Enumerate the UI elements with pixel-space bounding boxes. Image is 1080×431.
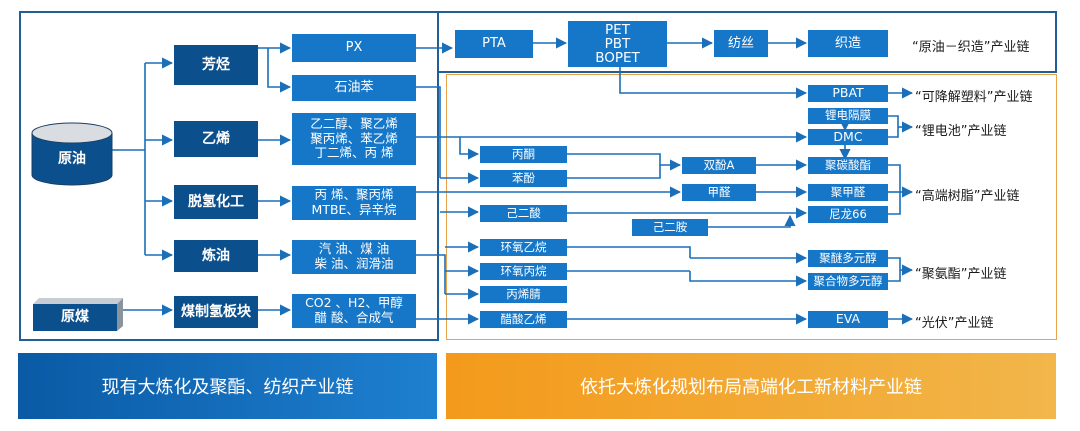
textile-chain-frame [438, 11, 1057, 73]
pet-box: PET PBT BOPET [568, 21, 667, 67]
textile-chain-label: “原油－织造”产业链 [912, 40, 1030, 55]
coal-label: 原煤 [61, 309, 89, 326]
refining-box: 炼油 [174, 240, 258, 272]
hexanediamine-box: 己二胺 [632, 219, 708, 236]
vinyl-acetate-box: 醋酸乙烯 [480, 311, 567, 328]
separator-box: 锂电隔膜 [808, 108, 888, 124]
phenol-box: 苯酚 [480, 170, 567, 187]
coal-products-box: CO2 、H2、甲醇 醋 酸、合成气 [292, 294, 416, 328]
acetone-box: 丙酮 [480, 146, 567, 163]
pta-box: PTA [455, 30, 533, 58]
reformate-box: 石油苯 [292, 75, 416, 101]
acrylonitrile-box: 丙烯腈 [480, 286, 567, 303]
degradable-chain-label: “可降解塑料”产业链 [915, 90, 1033, 105]
propylene-oxide-box: 环氧丙烷 [480, 263, 567, 280]
bisphenol-a-box: 双酚A [682, 157, 756, 174]
polyether-polyol-box: 聚醚多元醇 [808, 250, 888, 267]
formaldehyde-box: 甲醛 [682, 184, 756, 201]
ethylene-products-box: 乙二醇、聚乙烯 聚丙烯、苯乙烯 丁二烯、丙 烯 [292, 113, 416, 165]
nylon66-box: 尼龙66 [808, 206, 888, 223]
resin-chain-label: “高端树脂”产业链 [915, 189, 1020, 204]
crude-oil-label: 原油 [58, 150, 86, 167]
weaving-box: 织造 [808, 30, 888, 57]
polyurethane-chain-label: “聚氨酯”产业链 [915, 267, 1007, 282]
ethylene-box: 乙烯 [174, 121, 258, 157]
spinning-box: 纺丝 [714, 30, 768, 57]
eva-box: EVA [808, 311, 888, 328]
existing-chain-banner: 现有大炼化及聚酯、纺织产业链 [18, 353, 437, 419]
polycarbonate-box: 聚碳酸酯 [808, 157, 888, 174]
dmc-box: DMC [808, 129, 888, 145]
pbat-box: PBAT [808, 85, 888, 102]
polyoxymethylene-box: 聚甲醛 [808, 184, 888, 201]
planned-chain-banner: 依托大炼化规划布局高端化工新材料产业链 [446, 353, 1056, 419]
existing-chain-frame [19, 11, 439, 341]
px-box: PX [292, 34, 416, 62]
dehydrogenation-box: 脱氢化工 [174, 185, 258, 219]
ethylene-oxide-box: 环氧乙烷 [480, 239, 567, 256]
battery-chain-label: “锂电池”产业链 [915, 124, 1007, 139]
planned-chain-frame [446, 74, 1057, 340]
adipic-acid-box: 己二酸 [480, 205, 567, 222]
coal-box [33, 298, 123, 331]
coal-hydrogen-box: 煤制氢板块 [174, 296, 258, 328]
aromatics-box: 芳烃 [174, 45, 258, 85]
polymer-polyol-box: 聚合物多元醇 [808, 273, 888, 290]
dehydro-products-box: 丙 烯、聚丙烯 MTBE、异辛烷 [292, 186, 416, 220]
crude-oil-cylinder [31, 122, 113, 186]
refining-products-box: 汽 油、煤 油 柴 油、润滑油 [292, 240, 416, 274]
pv-chain-label: “光伏”产业链 [915, 316, 994, 331]
